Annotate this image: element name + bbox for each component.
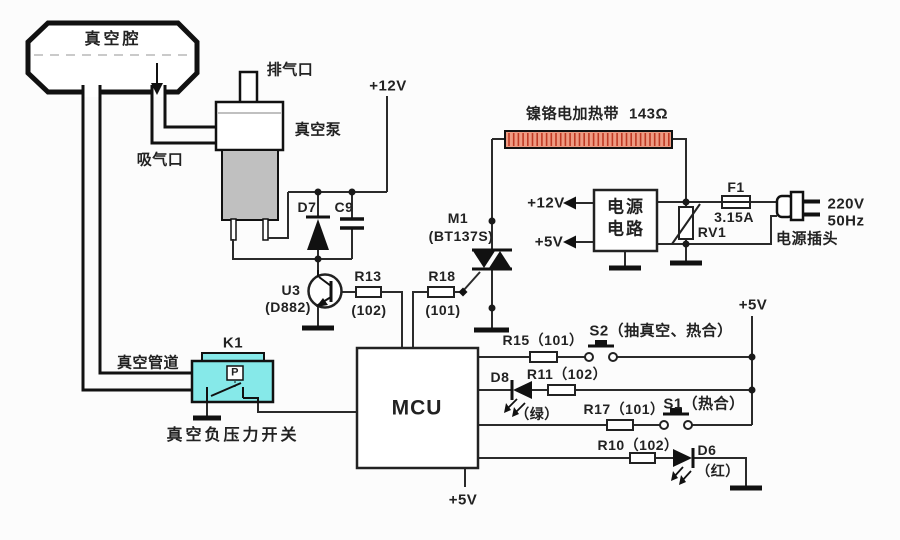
varistor-label: RV1: [697, 224, 727, 240]
button-s1-symbol: [659, 408, 693, 430]
triac-symbol: [458, 248, 512, 297]
vacuum-pump-symbol: [214, 70, 285, 241]
r13-val-label: (102): [351, 302, 387, 318]
d6-ref-label: D6: [697, 442, 717, 458]
ground-symbols: [193, 260, 762, 491]
heater-name: 镍铬电加热带: [525, 105, 619, 123]
resistor-r13: [355, 286, 382, 298]
exhaust-stub: [238, 70, 259, 105]
k1-ref-label: K1: [222, 334, 244, 352]
varistor-symbol: [671, 203, 701, 245]
triac-ref-label: M1: [447, 210, 469, 226]
resistor-r10: [629, 452, 656, 464]
d6-color-label: （红）: [696, 463, 740, 479]
switch-body: [190, 359, 275, 404]
mcu-label: MCU: [391, 396, 443, 420]
vacuum-pipes: [81, 85, 216, 392]
arrow-left-icon: [563, 235, 576, 249]
plug-label: 电源插头: [775, 230, 839, 248]
pump-label: 真空泵: [294, 121, 342, 139]
pressure-switch-label: 真空负压力开关: [166, 427, 300, 444]
pressure-switch-symbol: [190, 352, 275, 404]
r11-label: R11（102）: [526, 366, 608, 382]
wires: [206, 96, 777, 487]
airflow-arrow-icon: [151, 63, 163, 95]
r18-val-label: (101): [425, 302, 461, 318]
resistor-r18: [427, 286, 455, 298]
heater-stripes: [508, 133, 670, 146]
motor-pin: [230, 218, 237, 241]
out-12v-label: +12V: [527, 194, 565, 212]
heater-band-symbol: [504, 130, 673, 149]
transistor-ref-label: U3: [281, 282, 301, 298]
heater-value: 143Ω: [628, 105, 669, 123]
switch-blade: [210, 382, 242, 397]
r17-label: R17（101）: [583, 401, 665, 417]
mcu-box: [355, 346, 480, 470]
pump-head: [214, 100, 285, 152]
fuse-symbol: [721, 195, 751, 209]
sensor-box: [226, 365, 244, 381]
chamber-label: 真空腔: [84, 31, 142, 48]
junction-dots: [314, 188, 756, 394]
mains-voltage-label: 220V: [827, 195, 865, 213]
supply-12v-label: +12V: [369, 77, 407, 95]
fuse-ref-label: F1: [727, 179, 745, 195]
rail-5v-label: +5V: [738, 296, 768, 314]
intake-port-label: 吸气口: [136, 151, 184, 169]
diode-d7-label: D7: [297, 199, 317, 215]
power-box-label-1: 电源: [607, 197, 645, 217]
capacitor-symbol: [340, 217, 364, 230]
resistor-r15: [529, 351, 558, 363]
s1-label: S1（热合）: [663, 395, 745, 413]
led-d6-symbol: [671, 448, 695, 485]
power-supply-box: [592, 188, 659, 253]
fuse-rating-label: 3.15A: [714, 209, 754, 225]
gate-node: [458, 287, 468, 297]
button-s2-symbol: [584, 340, 618, 362]
arrow-left-icon: [563, 196, 576, 210]
r15-label: R15（101）: [502, 332, 584, 348]
mcu-5v-label: +5V: [448, 491, 478, 509]
out-5v-label: +5V: [534, 233, 564, 251]
vacuum-chamber-symbol: [25, 20, 200, 97]
chamber-outline: [25, 20, 200, 95]
r18-ref-label: R18: [428, 268, 456, 284]
sensor-p-label: P: [231, 366, 239, 379]
resistor-r17: [606, 419, 634, 431]
pipe-to-switch-wall: [81, 85, 192, 392]
mains-freq-label: 50Hz: [827, 212, 865, 230]
d8-ref-label: D8: [490, 369, 510, 385]
d8-color-label: （绿）: [515, 406, 559, 422]
exhaust-port-label: 排气口: [266, 61, 314, 79]
transistor-part-label: (D882): [265, 299, 311, 315]
transistor-symbol: [307, 270, 343, 309]
power-box-label-2: 电路: [607, 219, 645, 239]
resistors: [355, 286, 656, 464]
triac-part-label: (BT137S): [428, 228, 494, 244]
flyback-diode-symbol: [306, 215, 330, 250]
r10-label: R10（102）: [597, 437, 679, 453]
led-d8-symbol: [504, 380, 532, 417]
pipe-to-switch-wall: [98, 85, 192, 375]
heater-label: 镍铬电加热带 143Ω: [526, 107, 668, 122]
intake-pipe-wall: [163, 85, 216, 129]
pump-motor: [221, 149, 279, 221]
r13-ref-label: R13: [354, 268, 382, 284]
intake-pipe-wall: [150, 85, 216, 145]
s2-label: S2（抽真空、热合）: [589, 322, 733, 340]
power-plug-symbol: [775, 190, 820, 222]
pipe-gap: [84, 87, 99, 97]
pipe-label: 真空管道: [116, 354, 180, 372]
motor-pin: [262, 218, 269, 241]
resistor-r11: [547, 384, 576, 396]
cap-c9-label: C9: [334, 199, 354, 215]
